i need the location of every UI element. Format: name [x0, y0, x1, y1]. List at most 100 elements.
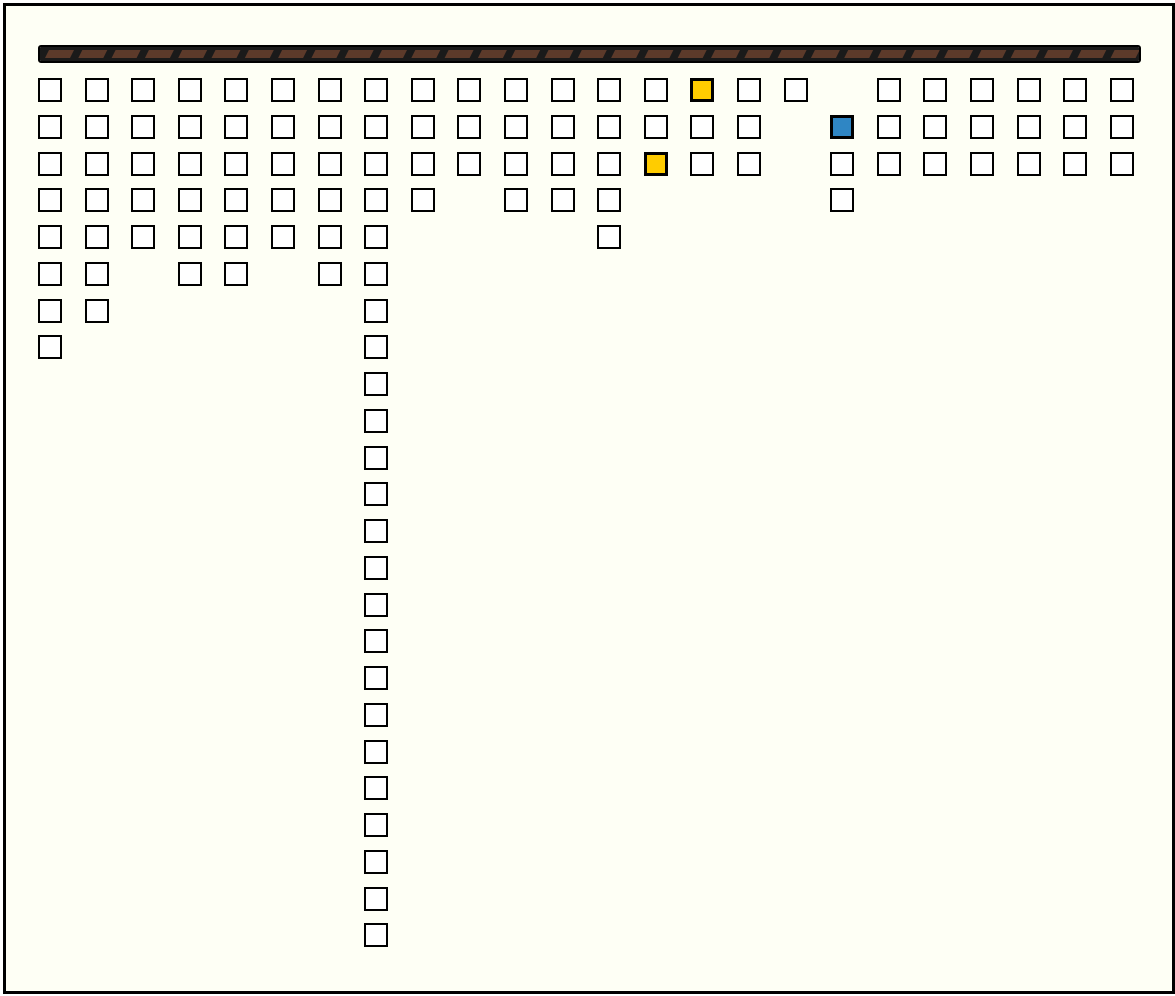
grid-cell[interactable]: [131, 78, 155, 102]
grid-cell[interactable]: [364, 262, 388, 286]
grid-cell[interactable]: [364, 372, 388, 396]
grid-cell[interactable]: [690, 115, 714, 139]
grid-cell[interactable]: [38, 188, 62, 212]
grid-cell[interactable]: [1110, 78, 1134, 102]
grid-cell[interactable]: [364, 740, 388, 764]
grid-cell[interactable]: [131, 115, 155, 139]
grid-cell[interactable]: [224, 115, 248, 139]
grid-cell[interactable]: [411, 115, 435, 139]
grid-cell[interactable]: [38, 299, 62, 323]
grid-cell[interactable]: [364, 813, 388, 837]
grid-cell[interactable]: [877, 152, 901, 176]
grid-cell[interactable]: [644, 78, 668, 102]
grid-cell[interactable]: [551, 78, 575, 102]
grid-cell[interactable]: [271, 225, 295, 249]
grid-cell[interactable]: [364, 225, 388, 249]
grid-cell[interactable]: [551, 152, 575, 176]
grid-cell[interactable]: [923, 78, 947, 102]
grid-cell[interactable]: [318, 188, 342, 212]
grid-cell[interactable]: [411, 188, 435, 212]
grid-cell[interactable]: [271, 115, 295, 139]
grid-cell[interactable]: [318, 115, 342, 139]
grid-cell[interactable]: [364, 152, 388, 176]
grid-cell[interactable]: [224, 78, 248, 102]
grid-cell[interactable]: [85, 115, 109, 139]
grid-cell[interactable]: [271, 78, 295, 102]
grid-cell[interactable]: [178, 262, 202, 286]
grid-cell[interactable]: [597, 115, 621, 139]
grid-cell[interactable]: [38, 78, 62, 102]
grid-cell[interactable]: [364, 666, 388, 690]
grid-cell[interactable]: [970, 152, 994, 176]
grid-cell[interactable]: [38, 115, 62, 139]
grid-cell[interactable]: [364, 593, 388, 617]
grid-cell[interactable]: [85, 188, 109, 212]
grid-cell[interactable]: [131, 225, 155, 249]
grid-cell[interactable]: [85, 78, 109, 102]
grid-cell[interactable]: [784, 78, 808, 102]
grid-cell[interactable]: [178, 152, 202, 176]
grid-cell[interactable]: [504, 78, 528, 102]
grid-cell[interactable]: [877, 78, 901, 102]
grid-cell[interactable]: [318, 225, 342, 249]
grid-cell[interactable]: [178, 78, 202, 102]
grid-cell[interactable]: [504, 115, 528, 139]
grid-cell[interactable]: [737, 152, 761, 176]
highlighted-grid-cell[interactable]: [644, 152, 668, 176]
grid-cell[interactable]: [830, 152, 854, 176]
grid-cell[interactable]: [1063, 115, 1087, 139]
grid-cell[interactable]: [970, 115, 994, 139]
grid-cell[interactable]: [271, 188, 295, 212]
grid-cell[interactable]: [38, 335, 62, 359]
grid-cell[interactable]: [85, 225, 109, 249]
grid-cell[interactable]: [178, 188, 202, 212]
grid-cell[interactable]: [504, 188, 528, 212]
grid-cell[interactable]: [364, 446, 388, 470]
grid-cell[interactable]: [131, 152, 155, 176]
grid-cell[interactable]: [597, 225, 621, 249]
grid-cell[interactable]: [364, 703, 388, 727]
grid-cell[interactable]: [364, 923, 388, 947]
grid-cell[interactable]: [224, 152, 248, 176]
grid-cell[interactable]: [178, 115, 202, 139]
grid-cell[interactable]: [1063, 78, 1087, 102]
highlighted-grid-cell[interactable]: [690, 78, 714, 102]
grid-cell[interactable]: [224, 262, 248, 286]
grid-cell[interactable]: [457, 78, 481, 102]
grid-cell[interactable]: [597, 152, 621, 176]
grid-cell[interactable]: [364, 850, 388, 874]
grid-cell[interactable]: [364, 887, 388, 911]
grid-cell[interactable]: [551, 115, 575, 139]
grid-cell[interactable]: [318, 78, 342, 102]
grid-cell[interactable]: [85, 262, 109, 286]
grid-cell[interactable]: [364, 519, 388, 543]
grid-cell[interactable]: [551, 188, 575, 212]
grid-cell[interactable]: [131, 188, 155, 212]
grid-cell[interactable]: [364, 409, 388, 433]
grid-cell[interactable]: [364, 78, 388, 102]
grid-cell[interactable]: [411, 152, 435, 176]
grid-cell[interactable]: [737, 78, 761, 102]
grid-cell[interactable]: [830, 188, 854, 212]
grid-cell[interactable]: [411, 78, 435, 102]
grid-cell[interactable]: [85, 152, 109, 176]
grid-cell[interactable]: [364, 482, 388, 506]
grid-cell[interactable]: [644, 115, 668, 139]
grid-cell[interactable]: [597, 188, 621, 212]
grid-cell[interactable]: [38, 152, 62, 176]
grid-cell[interactable]: [224, 188, 248, 212]
grid-cell[interactable]: [364, 776, 388, 800]
grid-cell[interactable]: [364, 188, 388, 212]
grid-cell[interactable]: [178, 225, 202, 249]
grid-cell[interactable]: [318, 152, 342, 176]
grid-cell[interactable]: [504, 152, 528, 176]
grid-cell[interactable]: [1017, 152, 1041, 176]
grid-cell[interactable]: [364, 335, 388, 359]
grid-cell[interactable]: [457, 152, 481, 176]
grid-cell[interactable]: [1017, 115, 1041, 139]
grid-cell[interactable]: [364, 556, 388, 580]
grid-cell[interactable]: [38, 225, 62, 249]
grid-cell[interactable]: [38, 262, 62, 286]
highlighted-grid-cell[interactable]: [830, 115, 854, 139]
grid-cell[interactable]: [224, 225, 248, 249]
